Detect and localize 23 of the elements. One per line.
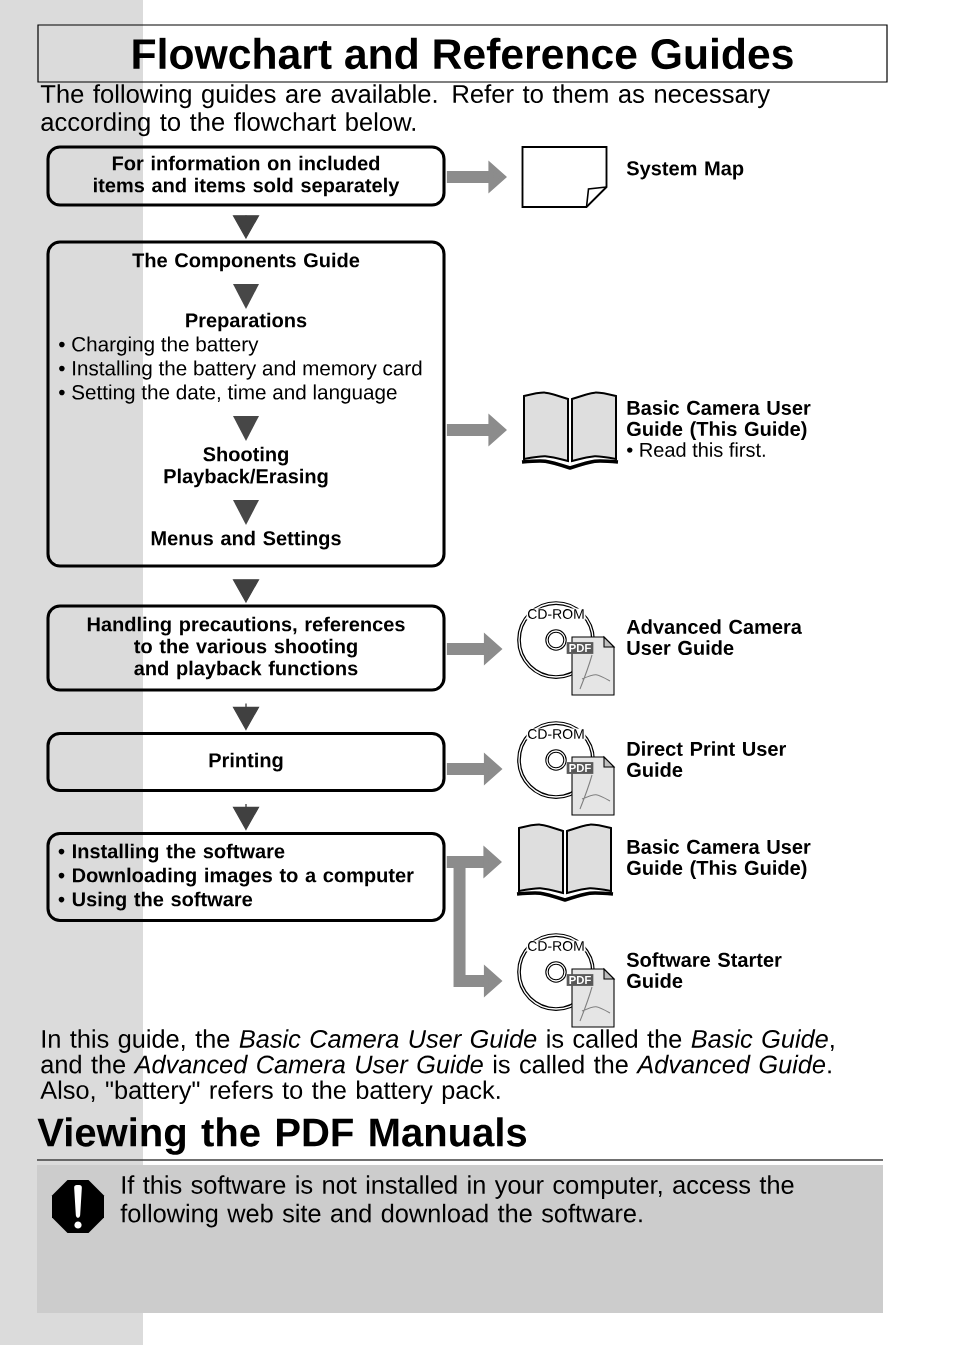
box-heading: Shooting Playback/Erasing xyxy=(164,446,328,488)
section-heading: Viewing the PDF Manuals xyxy=(37,1117,527,1155)
guide-title: System Map xyxy=(626,161,744,180)
box-heading: Menus and Settings xyxy=(151,530,341,550)
bullet-item: • Charging the battery xyxy=(59,336,259,356)
guide-title: Basic Camera User Guide (This Guide) xyxy=(627,400,811,440)
guide-title: Advanced Camera User Guide xyxy=(626,619,802,655)
process-box: Printing xyxy=(46,731,446,793)
note-text: In this guide, the Basic Camera User Guide is called the Basic Guide, and the Advanced Camera User Guide is called the Advanced Guide. Also, "battery" refers to the battery pack. xyxy=(40,1029,834,1105)
process-box: For information on included items and items sold separately xyxy=(46,145,446,207)
box-heading: The Components Guide xyxy=(132,252,360,272)
guide-title: Direct Print User Guide xyxy=(627,741,786,777)
bullet-item: • Setting the date, time and language xyxy=(59,384,397,404)
title: Flowchart and Reference Guides xyxy=(37,24,888,83)
process-box: Handling precautions, references to the various shooting and playback functions xyxy=(46,604,446,692)
process-box: • Installing the software • Downloading images to a computer • Using the software xyxy=(46,831,446,923)
guide-title: Basic Camera User Guide (This Guide) xyxy=(627,839,811,879)
box-heading: Preparations xyxy=(186,312,307,332)
bullet-item: • Installing the battery and memory card xyxy=(59,360,422,380)
warning-text: If this software is not installed in your computer, access the following web site and download the software. xyxy=(120,1175,794,1228)
bullet-note: • Read this first. xyxy=(627,442,765,457)
intro-text: The following guides are available. Refer to them as necessary according to the flowchart below. xyxy=(40,84,771,137)
guide-title: Software Starter Guide xyxy=(626,952,782,988)
